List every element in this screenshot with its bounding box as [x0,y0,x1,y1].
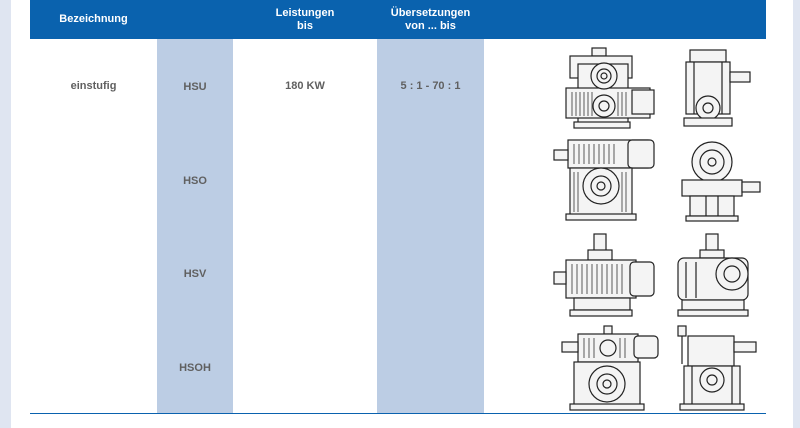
table-header: Bezeichnung Leistungen bis Übersetzungen… [30,0,766,39]
table-bottom-line [30,413,766,414]
scrollbar-track[interactable] [793,0,800,428]
ratio-cell: 5 : 1 - 70 : 1 [400,80,461,92]
header-designation: Bezeichnung [59,13,128,25]
ratio-column-stripe [377,39,484,414]
power-cell: 180 KW [285,80,325,92]
gear-unit-hso-side-icon [676,140,762,222]
gear-unit-hsv-front-icon [552,232,660,318]
gear-unit-hsv-side-icon [672,232,762,318]
model-hsv: HSV [183,268,207,280]
header-power: Leistungen bis [275,6,335,32]
header-ratio: Übersetzungen von ... bis [390,6,471,32]
gear-unit-hso-front-icon [552,138,662,222]
gear-unit-hsoh-front-icon [560,324,660,412]
stage-cell: einstufig [70,80,117,92]
model-hsu: HSU [183,81,207,93]
model-hso: HSO [183,175,207,187]
model-hsoh: HSOH [179,362,211,374]
model-column-stripe [157,39,233,414]
gear-unit-hsu-side-icon [680,48,752,130]
gear-unit-hsoh-side-icon [674,324,760,412]
gear-unit-hsu-front-icon [562,46,662,132]
